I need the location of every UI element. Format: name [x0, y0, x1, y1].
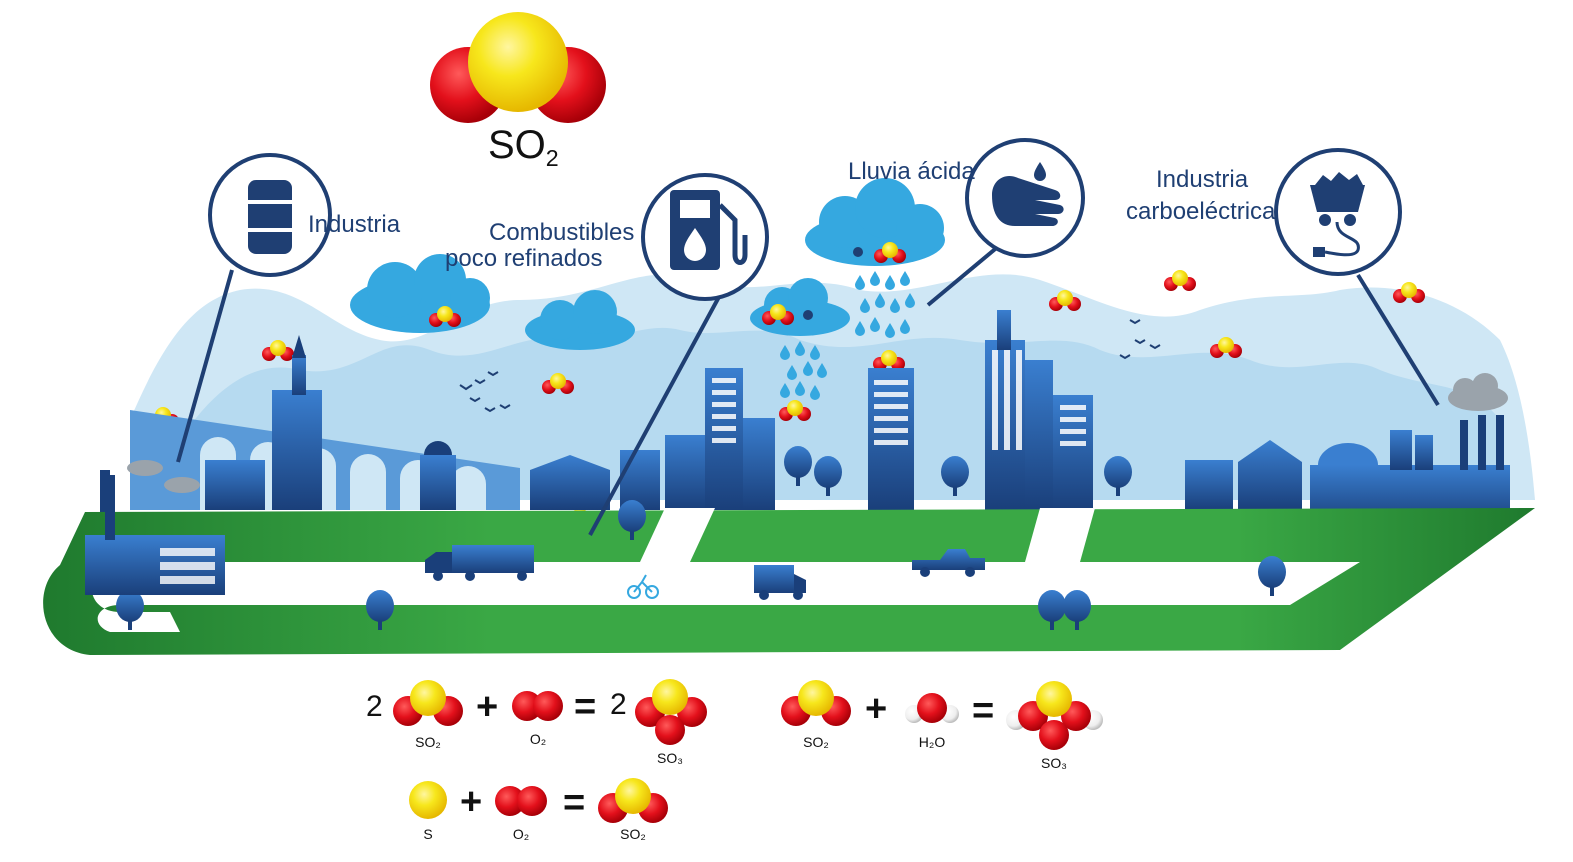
left-buildings [100, 335, 456, 530]
eq3-so2-molecule [598, 778, 668, 823]
label-industria: Industria [308, 211, 401, 238]
eq2-label-so2: SO₂ [803, 734, 829, 750]
eq2-h2o-molecule [905, 693, 959, 723]
eq2-label-h2o: H₂O [918, 734, 946, 750]
callout-circle-carbo [1274, 148, 1402, 276]
eq1-label-so2: SO₂ [415, 734, 441, 750]
equation-molecules [393, 679, 1103, 823]
label-carbo-line1: Industria [1156, 166, 1249, 193]
callout-circle-industria [208, 153, 332, 277]
eq3-label-so2: SO₂ [620, 826, 646, 842]
eq1-so3-molecule [635, 679, 707, 745]
eq3-label-s: S [423, 826, 433, 842]
roads [91, 508, 1360, 632]
callout-lines [176, 243, 1440, 536]
smoke-cloud-right [1448, 373, 1508, 411]
callout-circle-combustibles [641, 173, 769, 301]
cloud-3-with-acid-rain [750, 278, 850, 421]
eq1-coef-left: 2 [366, 690, 383, 723]
label-lluvia-acida: Lluvia ácida [848, 158, 975, 185]
eq2-so2-molecule [781, 680, 851, 726]
eq3-o2-molecule [495, 786, 547, 816]
eq1-label-o2: O₂ [529, 731, 547, 747]
eq1-o2-molecule [512, 691, 563, 721]
eq3-s-atom [409, 781, 447, 819]
hand-with-water-drop-icon [992, 162, 1064, 226]
eq1-coef-right: 2 [610, 688, 627, 721]
pickup [912, 549, 985, 577]
callout-circle-lluvia [965, 138, 1085, 258]
birds [459, 319, 1161, 413]
eq2-label-product: SO₃ [1041, 755, 1067, 771]
eq3-label-o2: O₂ [512, 826, 530, 842]
eq1-so2-molecule [393, 680, 463, 726]
mountains-background [130, 274, 1535, 500]
center-buildings [530, 310, 1302, 510]
eq1-plus: + [476, 686, 499, 728]
eq2-plus: + [865, 688, 888, 730]
label-carbo-line2: carboeléctrica [1126, 198, 1276, 225]
eq2-equals: = [972, 690, 995, 732]
bicycle [627, 574, 659, 599]
eq2-product-molecule [1006, 681, 1103, 750]
eq1-equals: = [574, 686, 597, 728]
van [754, 565, 806, 600]
oil-barrel-icon [248, 180, 292, 254]
truck [425, 545, 534, 581]
coal-cart-with-plug-icon [1310, 172, 1365, 257]
label-combustibles-line2: poco refinados [445, 245, 603, 272]
so2-molecule-large [430, 12, 606, 123]
eq1-label-so3: SO₃ [657, 750, 683, 766]
eq3-equals: = [563, 782, 586, 824]
left-factory [85, 460, 225, 595]
label-combustibles-line1: Combustibles [489, 219, 635, 246]
fuel-pump-icon [670, 190, 748, 270]
eq3-plus: + [460, 781, 483, 823]
vehicles [425, 545, 985, 600]
cloud-1 [350, 254, 490, 333]
cloud-4-with-acid-rain [805, 178, 945, 338]
cloud-2 [525, 290, 635, 350]
title-formula: SO2 [488, 123, 559, 172]
